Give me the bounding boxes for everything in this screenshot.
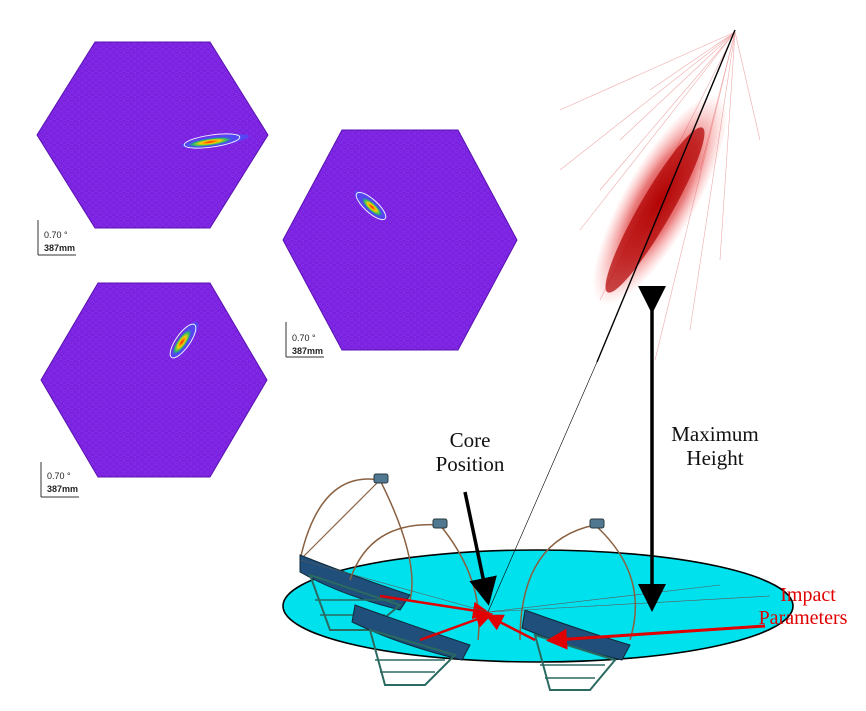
impact-parameter-lines xyxy=(379,594,536,642)
maximum-height-label-line2: Height xyxy=(686,446,743,470)
scale-length-label: 387mm xyxy=(44,243,75,253)
scale-angle-label: 0.70 ° xyxy=(47,471,71,481)
camera-scale-2: 0.70 ° 387mm xyxy=(40,462,79,498)
scale-length-label: 387mm xyxy=(292,346,323,356)
camera-scale-1: 0.70 ° 387mm xyxy=(37,220,76,256)
impact-label-arrow xyxy=(546,624,766,650)
projection-lines xyxy=(299,559,771,613)
scale-angle-label: 0.70 ° xyxy=(44,230,68,240)
camera-image-1 xyxy=(36,41,269,229)
impact-line-1 xyxy=(379,594,491,620)
impact-line-2 xyxy=(419,611,494,642)
impact-line-3 xyxy=(485,614,536,642)
core-position-arrow xyxy=(463,491,497,606)
core-position-label-line1: Core xyxy=(450,428,491,452)
core-position-label-line2: Position xyxy=(436,452,505,476)
impact-parameters-label-line1: Impact xyxy=(780,584,836,606)
impact-parameters-label-line2: Parameters xyxy=(759,607,848,629)
telescope-2 xyxy=(349,518,480,686)
air-shower xyxy=(559,29,761,363)
camera-scale-3: 0.70 ° 387mm xyxy=(285,322,324,358)
maximum-height-label-line1: Maximum xyxy=(671,422,759,446)
scale-length-label: 387mm xyxy=(47,484,78,494)
telescope-3 xyxy=(519,518,637,691)
shower-axis-line xyxy=(487,361,598,613)
camera-image-3 xyxy=(282,129,518,351)
camera-image-2 xyxy=(40,282,268,478)
scale-angle-label: 0.70 ° xyxy=(292,333,316,343)
